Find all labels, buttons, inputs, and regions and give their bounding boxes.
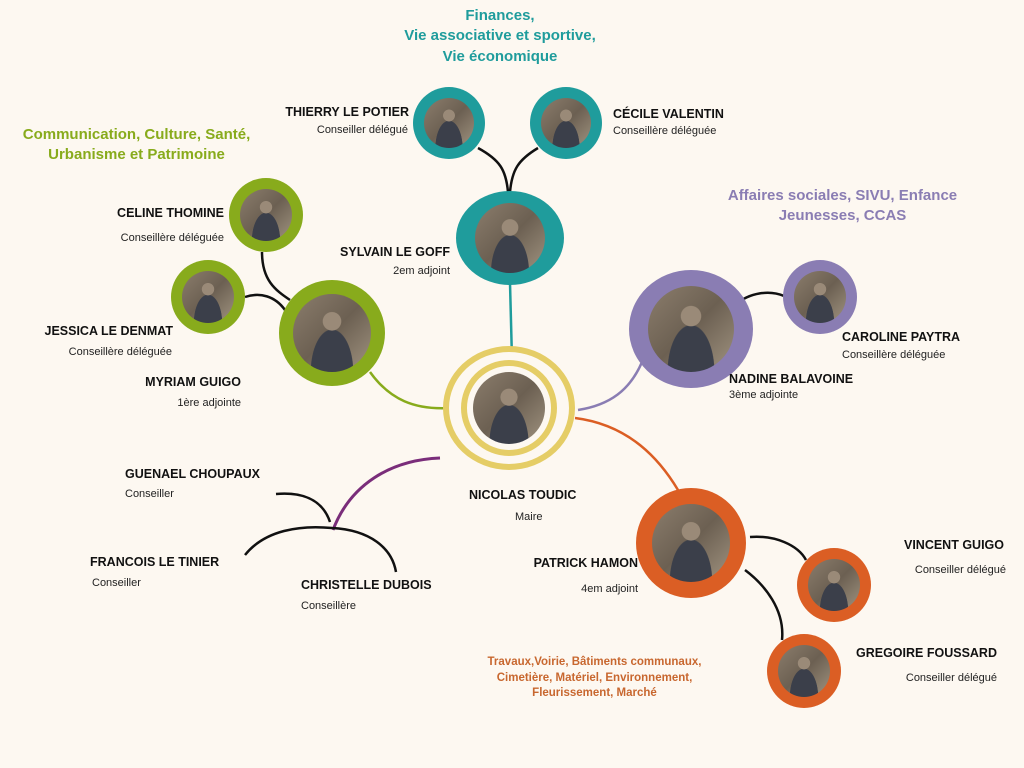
line-jessica xyxy=(244,293,287,311)
line-magenta xyxy=(331,456,441,531)
avatar-jessica xyxy=(171,260,245,334)
person-role: Conseillère xyxy=(301,600,357,612)
theme-line: Finances, xyxy=(465,7,535,24)
person-name: CAROLINE PAYTRA xyxy=(842,330,961,344)
theme-line: Vie économique xyxy=(442,47,558,65)
person-name: SYLVAIN LE GOFF xyxy=(340,245,450,259)
theme-finances: Finances, Vie associative et sportive, V… xyxy=(360,6,640,67)
person-role: Conseillère déléguée xyxy=(120,232,224,244)
line-purple xyxy=(577,361,644,412)
person-role: 2em adjoint xyxy=(393,265,450,277)
person-name: FRANCOIS LE TINIER xyxy=(90,555,220,569)
avatar-cecile xyxy=(530,87,602,159)
theme-communication: Communication, Culture, Santé, Urbanisme… xyxy=(4,125,269,166)
theme-line: Cimetière, Matériel, Environnement, xyxy=(496,671,693,684)
avatar-patrick xyxy=(636,488,746,598)
avatar-thierry xyxy=(413,87,485,159)
theme-line: Vie associative et sportive, xyxy=(404,27,596,45)
person-role: Conseiller xyxy=(125,488,174,500)
theme-line: Travaux,Voirie, Bâtiments communaux, xyxy=(487,656,702,668)
theme-line: Communication, Culture, Santé, xyxy=(22,126,251,143)
person-role: Conseiller délégué xyxy=(914,564,1006,576)
person-name: PATRICK HAMON xyxy=(533,556,638,570)
person-name: JESSICA LE DENMAT xyxy=(44,324,174,338)
person-role: Conseiller délégué xyxy=(316,124,408,136)
theme-line: Fleurissement, Marché xyxy=(532,687,657,700)
person-name: NICOLAS TOUDIC xyxy=(469,488,577,502)
line-green xyxy=(368,371,451,410)
theme-line: Affaires sociales, SIVU, Enfance xyxy=(727,187,958,204)
avatar-nicolas xyxy=(443,346,575,470)
person-name: MYRIAM GUIGO xyxy=(145,375,241,389)
person-name: THIERRY LE POTIER xyxy=(285,105,409,119)
avatar-celine xyxy=(229,178,303,252)
avatar-nadine xyxy=(629,270,753,388)
line-cecile xyxy=(508,146,539,193)
person-role: Conseillère déléguée xyxy=(613,125,717,137)
person-name: GUENAEL CHOUPAUX xyxy=(125,467,260,481)
line-gregoire xyxy=(744,569,784,641)
theme-line: Jeunesses, CCAS xyxy=(778,207,907,225)
avatar-caroline xyxy=(783,260,857,334)
avatar-gregoire xyxy=(767,634,841,708)
line-orange xyxy=(574,416,680,491)
person-role: 4em adjoint xyxy=(581,583,638,595)
line-council-branch xyxy=(244,492,398,573)
theme-line: Urbanisme et Patrimoine xyxy=(48,146,225,164)
person-name: CÉCILE VALENTIN xyxy=(613,107,724,121)
person-name: VINCENT GUIGO xyxy=(903,538,1004,552)
person-role: Conseillère déléguée xyxy=(68,346,172,358)
person-role: Conseillère déléguée xyxy=(842,349,946,361)
person-role: 1ère adjointe xyxy=(177,397,241,409)
avatar-sylvain xyxy=(456,191,564,285)
person-name: GREGOIRE FOUSSARD xyxy=(856,646,997,660)
person-role: 3ème adjointe xyxy=(729,389,799,401)
person-name: CHRISTELLE DUBOIS xyxy=(301,578,432,592)
line-thierry xyxy=(477,146,510,193)
person-role: Maire xyxy=(515,511,543,523)
theme-travaux: Travaux,Voirie, Bâtiments communaux, Cim… xyxy=(462,655,727,702)
person-name: CELINE THOMINE xyxy=(117,206,224,220)
person-role: Conseiller xyxy=(92,577,141,589)
line-vincent xyxy=(749,535,808,561)
avatar-vincent xyxy=(797,548,871,622)
person-name: NADINE BALAVOINE xyxy=(729,372,854,386)
theme-sociales: Affaires sociales, SIVU, Enfance Jeuness… xyxy=(700,186,985,227)
line-celine xyxy=(260,251,291,302)
person-role: Conseiller délégué xyxy=(905,672,997,684)
avatar-myriam xyxy=(279,280,385,386)
